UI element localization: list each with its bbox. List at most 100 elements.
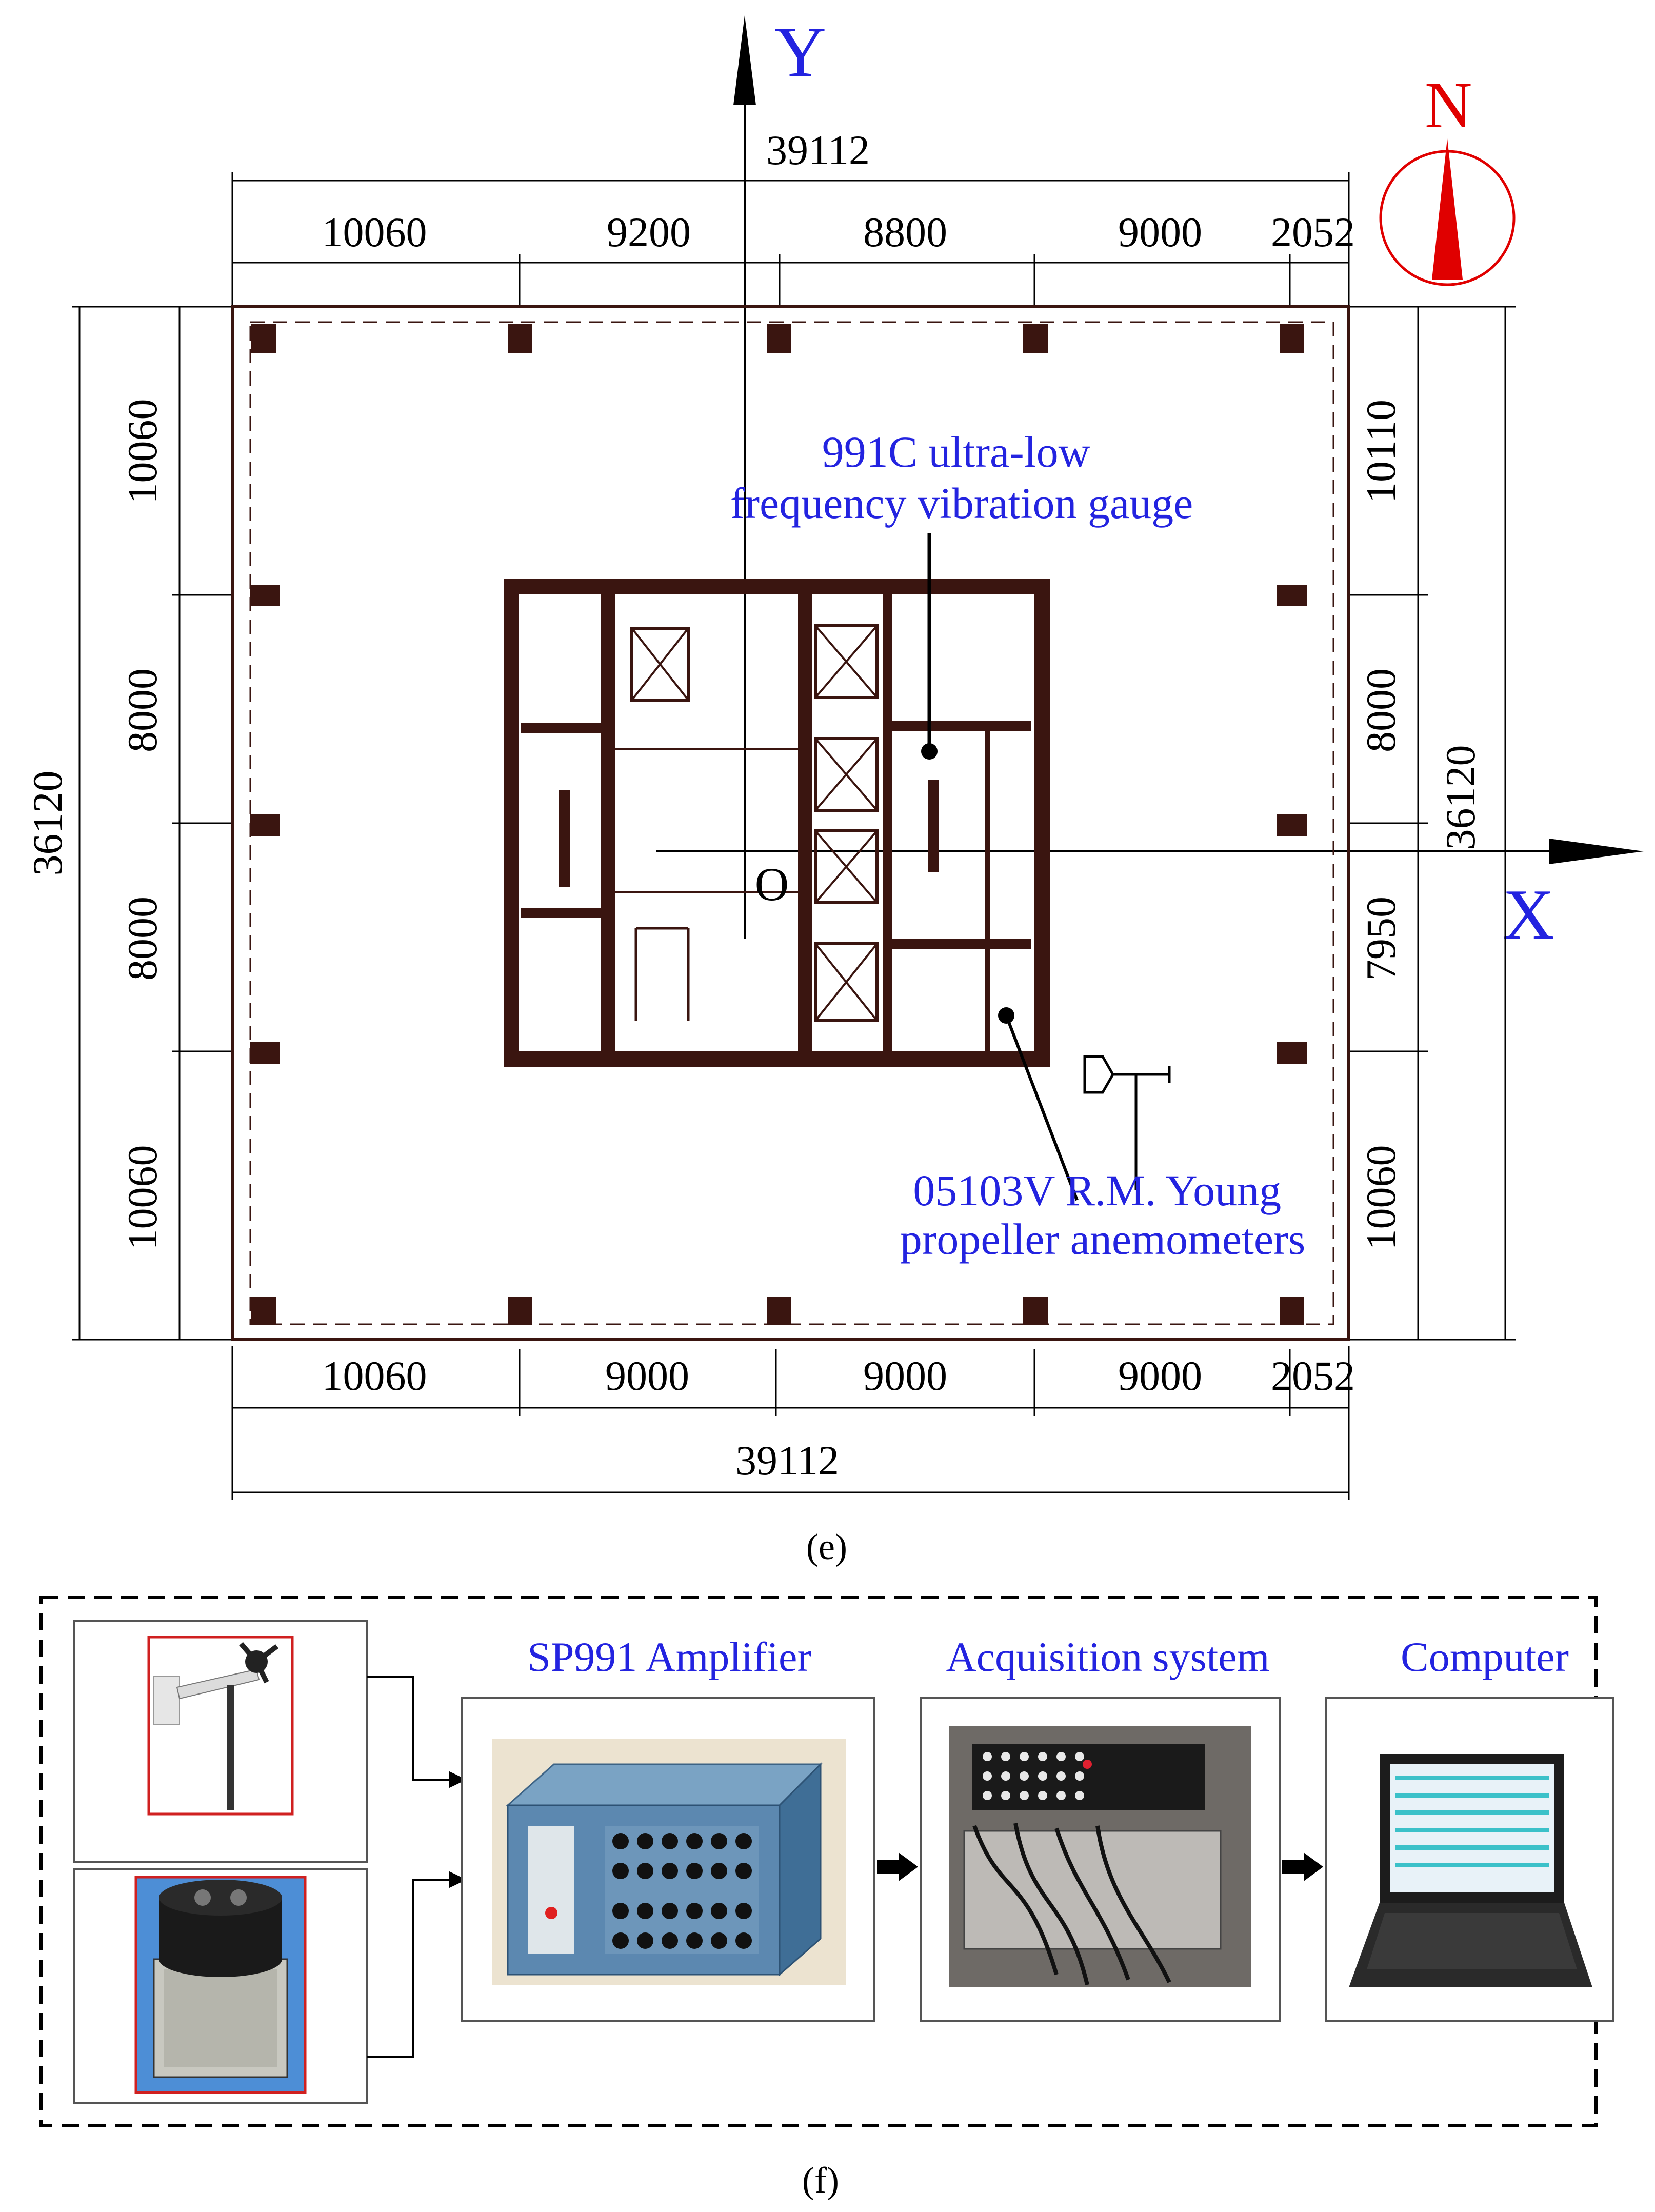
stage-title-computer: Computer: [1401, 1633, 1569, 1680]
stage-title-amplifier: SP991 Amplifier: [527, 1633, 811, 1680]
arrow-amplifier-to-acquisition: [877, 1852, 918, 1881]
acquisition-jack: [1001, 1791, 1010, 1800]
amplifier-jack: [735, 1932, 752, 1949]
anemometer-photo-box: [73, 1620, 368, 1863]
y-axis-label: Y: [774, 12, 826, 92]
amplifier-jack: [711, 1863, 727, 1879]
amplifier-jacks: [612, 1833, 752, 1949]
bottom-span-4: 9000: [1118, 1352, 1202, 1399]
amplifier-jack: [662, 1932, 678, 1949]
right-span-4: 10060: [1358, 1145, 1404, 1250]
amplifier-jack: [711, 1932, 727, 1949]
screen-signal-row: [1395, 1863, 1549, 1867]
acquisition-jack: [983, 1752, 992, 1761]
top-dimensions: [231, 172, 1350, 305]
top-span-1: 10060: [322, 209, 427, 255]
plan-panel: Y X N 39112 10060 9200 8800 900: [24, 12, 1644, 1567]
amplifier-jack: [686, 1833, 703, 1849]
anemometer-marker: [998, 1007, 1079, 1201]
amplifier-jack: [662, 1903, 678, 1919]
vibration-gauge-marker: [921, 533, 938, 760]
acquisition-photo-box: [920, 1697, 1281, 2022]
flow-connectors: [367, 1676, 467, 2058]
acquisition-jack: [1020, 1791, 1029, 1800]
acquisition-jack: [1001, 1752, 1010, 1761]
north-compass-icon: N: [1379, 69, 1516, 286]
arrow-acquisition-to-computer: [1282, 1852, 1323, 1881]
acquisition-jack: [983, 1791, 992, 1800]
amplifier-jack: [662, 1863, 678, 1879]
amplifier-jack: [686, 1863, 703, 1879]
origin-label: O: [755, 858, 789, 910]
screen-signal-row: [1395, 1845, 1549, 1850]
acquisition-jack: [1075, 1791, 1084, 1800]
right-total-dimension: 36120: [1437, 745, 1484, 850]
amplifier-jack: [612, 1932, 629, 1949]
right-span-3: 7950: [1358, 896, 1404, 981]
panel-f-caption: (f): [802, 2160, 839, 2201]
acquisition-jack: [1038, 1752, 1047, 1761]
amplifier-jack: [637, 1833, 653, 1849]
flow-panel: SP991 Amplifier Acquisition system: [39, 1596, 1614, 2201]
left-span-2: 8000: [119, 668, 166, 752]
acquisition-jack: [983, 1771, 992, 1781]
acquisition-jacks: [983, 1752, 1084, 1800]
top-span-3: 8800: [863, 209, 947, 255]
amplifier-jack: [612, 1903, 629, 1919]
bottom-span-3: 9000: [863, 1352, 947, 1399]
amplifier-jack: [735, 1833, 752, 1849]
amplifier-jack: [711, 1833, 727, 1849]
top-total-dimension: 39112: [766, 127, 870, 173]
panel-e-caption: (e): [806, 1526, 847, 1567]
vibration-gauge-label: 991C ultra-low frequency vibration gauge: [730, 427, 1193, 528]
bottom-dimensions: [231, 1346, 1350, 1500]
screen-signal-row: [1395, 1828, 1549, 1832]
stage-title-acquisition: Acquisition system: [946, 1633, 1270, 1680]
left-span-3: 8000: [119, 896, 166, 981]
anemometer-icon: [1083, 1055, 1171, 1190]
acquisition-jack: [1075, 1771, 1084, 1781]
building-core: [504, 579, 1050, 1067]
anemometer-label-line-1: 05103V R.M. Young: [913, 1166, 1281, 1215]
acquisition-jack: [1001, 1771, 1010, 1781]
anemometer-label: 05103V R.M. Young propeller anemometers: [900, 1166, 1305, 1264]
top-span-5: 2052: [1271, 209, 1355, 255]
y-axis: Y: [733, 12, 826, 939]
acquisition-jack: [1056, 1752, 1066, 1761]
amplifier-jack: [686, 1903, 703, 1919]
amplifier-jack: [612, 1833, 629, 1849]
acquisition-jack: [1038, 1771, 1047, 1781]
anemometer-label-line-2: propeller anemometers: [900, 1214, 1305, 1264]
amplifier-jack: [612, 1863, 629, 1879]
acquisition-jack: [1020, 1771, 1029, 1781]
amplifier-jack: [637, 1863, 653, 1879]
left-span-4: 10060: [119, 1145, 166, 1250]
bottom-span-5: 2052: [1271, 1352, 1355, 1399]
bottom-total-dimension: 39112: [735, 1437, 839, 1484]
x-axis-label: X: [1503, 875, 1554, 954]
left-span-1: 10060: [119, 399, 166, 504]
left-dimensions: [72, 306, 233, 1341]
acquisition-jack: [1075, 1752, 1084, 1761]
computer-photo-box: [1325, 1697, 1614, 2022]
acquisition-jack: [1056, 1771, 1066, 1781]
amplifier-jack: [686, 1932, 703, 1949]
acquisition-jack: [1020, 1752, 1029, 1761]
amplifier-jack: [735, 1863, 752, 1879]
right-dimensions: [1349, 306, 1516, 1341]
screen-signal-row: [1395, 1776, 1549, 1780]
north-label: N: [1425, 69, 1472, 142]
amplifier-photo-box: [461, 1697, 875, 2022]
vibration-gauge-label-line-2: frequency vibration gauge: [730, 479, 1193, 528]
bottom-span-1: 10060: [322, 1352, 427, 1399]
right-span-1: 10110: [1358, 400, 1404, 503]
acquisition-jack: [1056, 1791, 1066, 1800]
right-span-2: 8000: [1358, 668, 1404, 752]
computer-screen-rows: [1395, 1776, 1549, 1867]
amplifier-jack: [662, 1833, 678, 1849]
amplifier-jack: [711, 1903, 727, 1919]
left-total-dimension: 36120: [24, 771, 71, 876]
top-span-4: 9000: [1118, 209, 1202, 255]
screen-signal-row: [1395, 1793, 1549, 1798]
